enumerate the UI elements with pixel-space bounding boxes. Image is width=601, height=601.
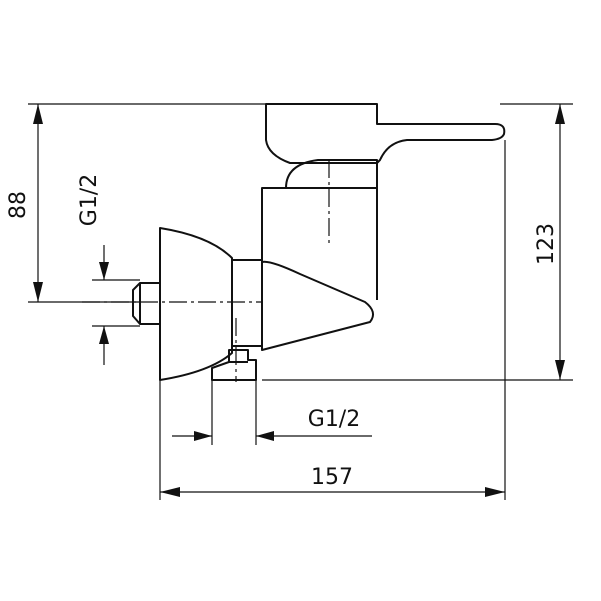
dimension-thread-horizontal: G1/2 xyxy=(172,407,372,441)
dimension-88-label: 88 xyxy=(6,191,31,219)
lever-handle xyxy=(265,103,506,164)
cartridge-housing xyxy=(261,187,378,300)
outlet-nipple xyxy=(211,349,257,381)
faucet-body xyxy=(132,103,506,381)
inlet-nipple xyxy=(132,282,161,325)
thread-vertical-label: G1/2 xyxy=(77,174,102,226)
lever-dome xyxy=(285,159,378,189)
dimension-157: 157 xyxy=(160,465,505,497)
escutcheon xyxy=(159,227,233,381)
dimension-123-label: 123 xyxy=(534,223,559,265)
dimension-thread-vertical: G1/2 xyxy=(77,174,109,365)
dimension-123: 123 xyxy=(534,104,565,380)
dimension-157-label: 157 xyxy=(311,465,353,490)
mixer-cone xyxy=(261,260,375,351)
extension-lines xyxy=(28,103,573,500)
dimension-88: 88 xyxy=(6,104,43,302)
thread-horizontal-label: G1/2 xyxy=(308,407,360,432)
